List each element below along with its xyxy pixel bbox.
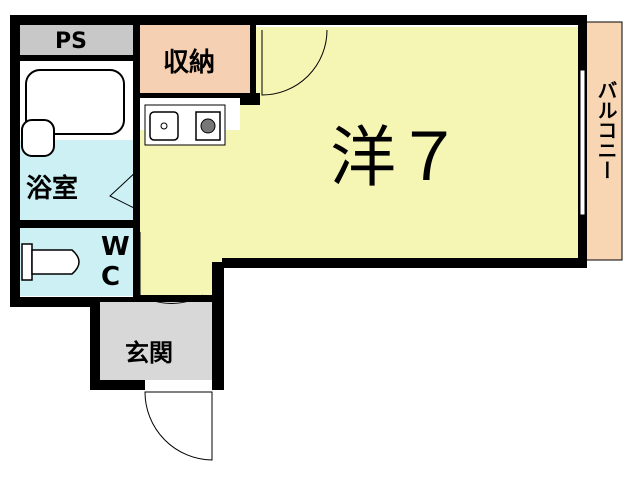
bath-sink xyxy=(21,119,55,157)
balcony-window xyxy=(579,69,586,216)
balcony-label: バルコニー xyxy=(594,80,618,180)
toilet-bowl xyxy=(31,249,80,275)
entrance-room xyxy=(100,302,212,380)
storage-label: 収納 xyxy=(163,48,216,78)
kitchen-sink xyxy=(149,111,179,141)
entry-door-swing xyxy=(144,391,213,461)
toilet-tank xyxy=(21,243,33,281)
wc-door-swing xyxy=(139,232,204,304)
bath-label: 浴室 xyxy=(26,174,79,204)
bathtub xyxy=(25,69,125,135)
wc-label: W C xyxy=(101,232,130,292)
ps-room xyxy=(18,25,134,55)
entrance-label: 玄関 xyxy=(125,339,173,367)
bath-door xyxy=(109,169,139,211)
main-door-swing xyxy=(261,29,328,96)
ps-label: PS xyxy=(55,29,87,54)
storage-room xyxy=(140,25,255,95)
balcony-area xyxy=(585,21,623,261)
main-room-label: 洋７ xyxy=(330,119,462,196)
